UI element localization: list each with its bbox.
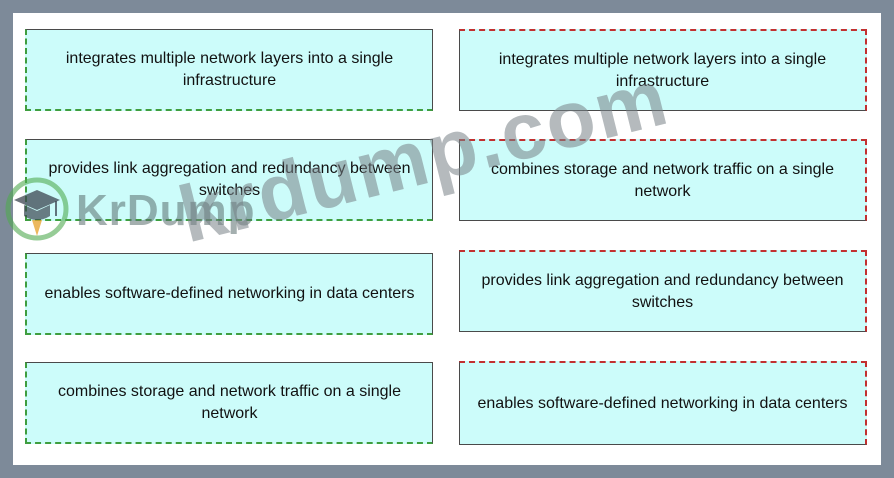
- right-item-4-text: enables software-defined networking in d…: [477, 394, 848, 412]
- left-item-2-text: provides link aggregation and redundancy…: [48, 159, 411, 199]
- left-item-3[interactable]: enables software-defined networking in d…: [25, 253, 433, 335]
- right-item-1-text: integrates multiple network layers into …: [498, 50, 827, 90]
- right-item-1[interactable]: integrates multiple network layers into …: [459, 29, 867, 111]
- right-item-2-text: combines storage and network traffic on …: [490, 160, 834, 200]
- left-item-1[interactable]: integrates multiple network layers into …: [25, 29, 433, 111]
- left-item-1-text: integrates multiple network layers into …: [65, 49, 394, 89]
- right-item-3-text: provides link aggregation and redundancy…: [481, 271, 844, 311]
- right-item-3[interactable]: provides link aggregation and redundancy…: [459, 250, 867, 332]
- drag-drop-panel: integrates multiple network layers into …: [13, 13, 881, 465]
- left-item-2[interactable]: provides link aggregation and redundancy…: [25, 139, 433, 221]
- left-item-3-text: enables software-defined networking in d…: [44, 284, 415, 302]
- left-item-4[interactable]: combines storage and network traffic on …: [25, 362, 433, 444]
- right-item-4[interactable]: enables software-defined networking in d…: [459, 361, 867, 445]
- right-item-2[interactable]: combines storage and network traffic on …: [459, 139, 867, 221]
- left-item-4-text: combines storage and network traffic on …: [57, 382, 401, 422]
